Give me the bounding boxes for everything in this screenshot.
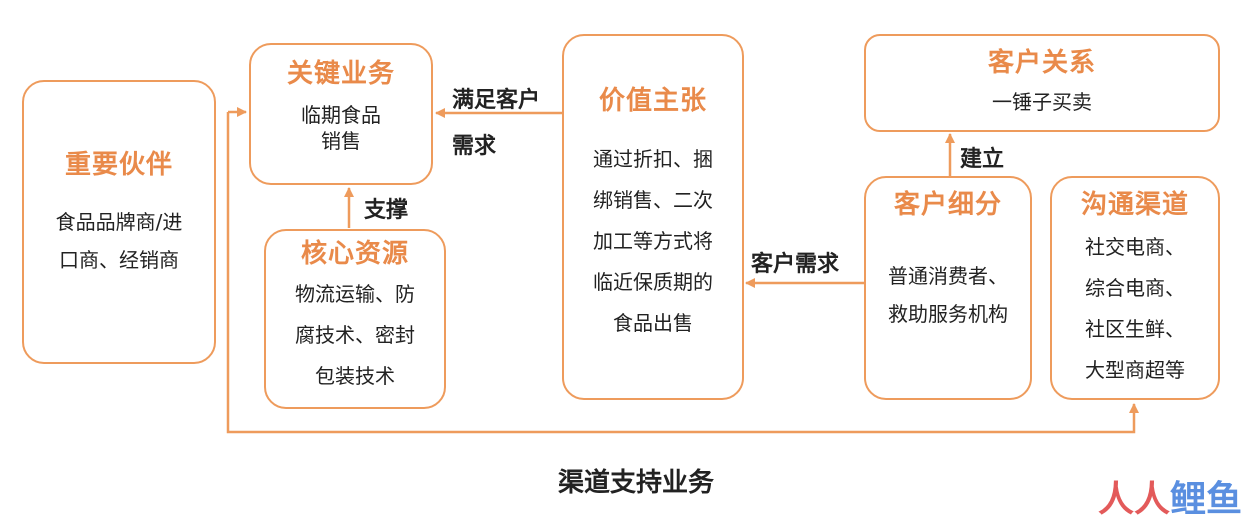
key-activities-title: 关键业务 [286, 59, 395, 89]
key-resources-title: 核心资源 [300, 239, 409, 269]
key-partners-body: 食品品牌商/进 口商、经销商 [55, 210, 183, 272]
key-partners-box: 重要伙伴 食品品牌商/进 口商、经销商 [22, 80, 216, 364]
label-bottom-channels-support: 渠道支持业务 [558, 468, 715, 498]
key-partners-title: 重要伙伴 [64, 150, 173, 180]
value-proposition-title: 价值主张 [598, 86, 707, 116]
customer-relationships-box: 客户关系 一锤子买卖 [864, 34, 1220, 132]
watermark-logo: 人人鲤鱼 [1097, 479, 1242, 520]
key-resources-body: 物流运输、防 腐技术、密封 包装技术 [295, 282, 415, 388]
label-customer-demand: 客户需求 [751, 252, 840, 277]
label-build: 建立 [960, 147, 1005, 172]
label-satisfy-demand-2: 需求 [452, 134, 497, 159]
customer-relationships-title: 客户关系 [987, 48, 1096, 78]
channels-title: 沟通渠道 [1080, 190, 1189, 220]
label-support: 支撑 [364, 198, 409, 223]
customer-segments-box: 客户细分 普通消费者、 救助服务机构 [864, 176, 1032, 400]
key-activities-body: 临期食品 销售 [301, 103, 381, 153]
value-proposition-body: 通过折扣、捆 绑销售、二次 加工等方式将 临近保质期的 食品出售 [593, 147, 713, 335]
channel-loop-line [226, 112, 1139, 434]
label-satisfy-demand-1: 满足客户 [452, 88, 541, 113]
channels-box: 沟通渠道 社交电商、 综合电商、 社区生鲜、 大型商超等 [1050, 176, 1220, 400]
channels-body: 社交电商、 综合电商、 社区生鲜、 大型商超等 [1085, 235, 1185, 382]
value-proposition-box: 价值主张 通过折扣、捆 绑销售、二次 加工等方式将 临近保质期的 食品出售 [562, 34, 744, 400]
customer-segments-title: 客户细分 [893, 190, 1002, 220]
customer-relationships-body: 一锤子买卖 [992, 90, 1092, 114]
key-activities-box: 关键业务 临期食品 销售 [249, 43, 433, 185]
customer-segments-body: 普通消费者、 救助服务机构 [888, 264, 1008, 326]
key-resources-box: 核心资源 物流运输、防 腐技术、密封 包装技术 [264, 229, 446, 409]
